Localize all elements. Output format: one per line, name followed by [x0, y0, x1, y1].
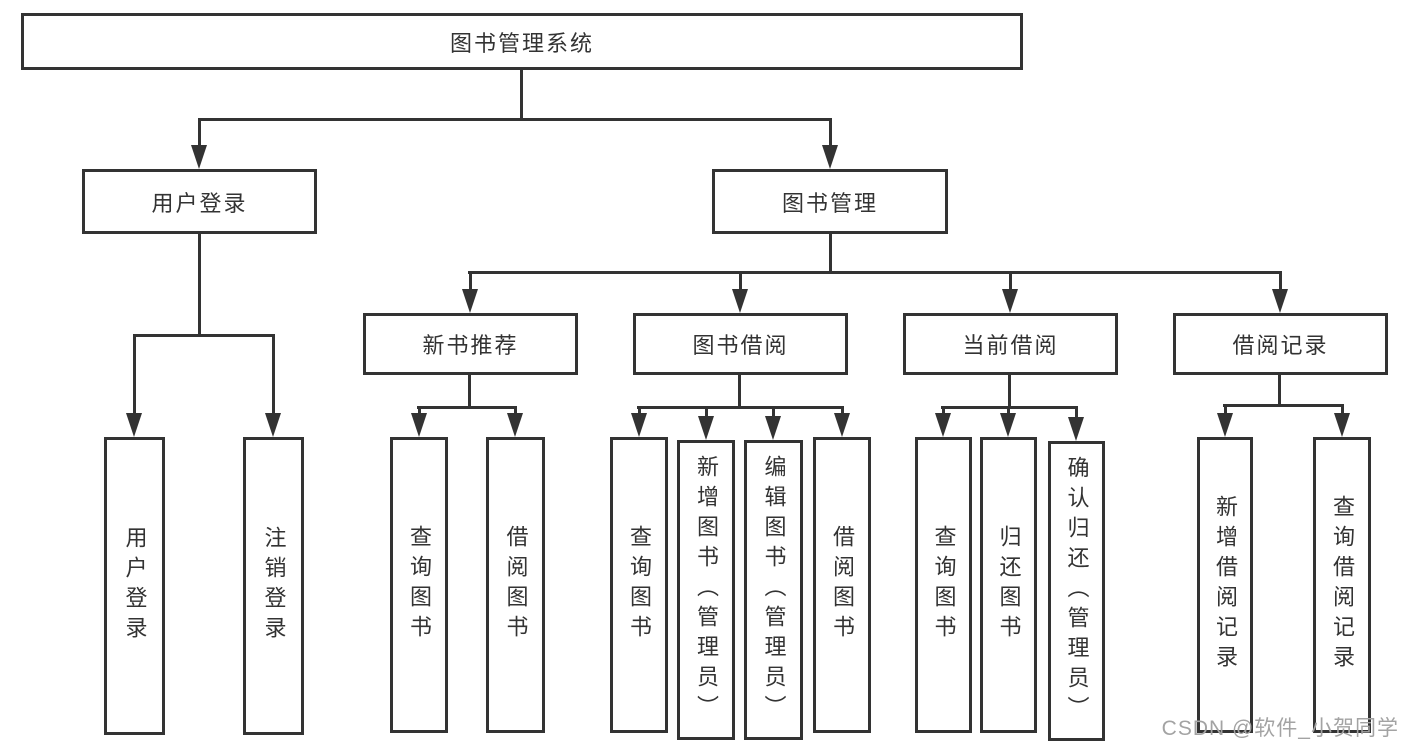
leaf-borrow-query: 查询图书: [610, 437, 668, 733]
connector-root-stem: [520, 68, 523, 121]
leaf-record-query: 查询借阅记录: [1313, 437, 1371, 733]
connector-drop-bb-add: [705, 406, 708, 420]
connector-drop-cb-confirm: [1075, 406, 1078, 420]
connector-currentborrow-stem: [1008, 373, 1011, 409]
connector-drop-userlogin: [198, 118, 201, 150]
connector-borrowrecord-bar: [1223, 404, 1344, 407]
node-user-login: 用户登录: [82, 169, 317, 234]
arrow-br-add: [1217, 413, 1233, 437]
arrow-nb-query: [411, 413, 427, 437]
node-book-borrow: 图书借阅: [633, 313, 848, 375]
arrow-bookborrow: [732, 289, 748, 313]
leaf-logout: 注销登录: [243, 437, 304, 735]
connector-drop-cb-query: [942, 406, 945, 418]
leaf-current-query: 查询图书: [915, 437, 972, 733]
connector-drop-newbook: [469, 271, 472, 292]
leaf-newbook-borrow: 借阅图书: [486, 437, 545, 733]
connector-drop-ul-logout: [272, 334, 275, 416]
leaf-newbook-query: 查询图书: [390, 437, 448, 733]
node-current-borrow: 当前借阅: [903, 313, 1118, 375]
arrow-cb-query: [935, 413, 951, 437]
leaf-borrow-edit-admin: 编辑图书（管理员）: [744, 440, 803, 740]
node-root: 图书管理系统: [21, 13, 1023, 70]
leaf-borrow-borrow: 借阅图书: [813, 437, 871, 733]
node-new-book-recommend: 新书推荐: [363, 313, 578, 375]
arrow-br-query: [1334, 413, 1350, 437]
connector-drop-bb-borrow: [841, 406, 844, 418]
connector-newbook-bar: [417, 406, 517, 409]
connector-level2-bar: [198, 118, 832, 121]
arrow-cb-confirm: [1068, 417, 1084, 441]
connector-drop-cb-return: [1007, 406, 1010, 418]
arrow-bb-query: [631, 413, 647, 437]
csdn-watermark: CSDN @软件_小贺同学: [1161, 717, 1399, 740]
connector-drop-currentborrow: [1009, 271, 1012, 292]
arrow-bookmgmt: [822, 145, 838, 169]
connector-drop-bookborrow: [739, 271, 742, 292]
connector-drop-nb-query: [418, 406, 421, 418]
arrow-newbook: [462, 289, 478, 313]
connector-drop-bb-query: [638, 406, 641, 418]
arrow-borrowrecord: [1272, 289, 1288, 313]
connector-drop-borrowrecord: [1279, 271, 1282, 292]
connector-bookborrow-bar: [637, 406, 844, 409]
arrow-bb-edit: [765, 416, 781, 440]
connector-level3-bar: [468, 271, 1282, 274]
leaf-record-add: 新增借阅记录: [1197, 437, 1253, 733]
connector-drop-bookmgmt: [829, 118, 832, 150]
leaf-current-return: 归还图书: [980, 437, 1037, 733]
connector-borrowrecord-stem: [1278, 373, 1281, 407]
arrow-userlogin: [191, 145, 207, 169]
arrow-nb-borrow: [507, 413, 523, 437]
arrow-ul-login: [126, 413, 142, 437]
node-book-management: 图书管理: [712, 169, 948, 234]
connector-userlogin-bar: [133, 334, 275, 337]
connector-drop-br-query: [1341, 404, 1344, 418]
connector-drop-nb-borrow: [514, 406, 517, 418]
connector-bookmgmt-stem: [829, 233, 832, 274]
connector-bookborrow-stem: [738, 373, 741, 409]
arrow-currentborrow: [1002, 289, 1018, 313]
arrow-bb-add: [698, 416, 714, 440]
arrow-cb-return: [1000, 413, 1016, 437]
leaf-current-confirm-admin: 确认归还（管理员）: [1048, 441, 1105, 741]
arrow-bb-borrow: [834, 413, 850, 437]
node-borrow-record: 借阅记录: [1173, 313, 1388, 375]
connector-drop-br-add: [1224, 404, 1227, 418]
leaf-user-login: 用户登录: [104, 437, 165, 735]
connector-drop-ul-login: [133, 334, 136, 416]
arrow-ul-logout: [265, 413, 281, 437]
connector-userlogin-stem: [198, 233, 201, 336]
connector-drop-bb-edit: [772, 406, 775, 420]
connector-newbook-stem: [468, 373, 471, 409]
leaf-borrow-add-admin: 新增图书（管理员）: [677, 440, 735, 740]
